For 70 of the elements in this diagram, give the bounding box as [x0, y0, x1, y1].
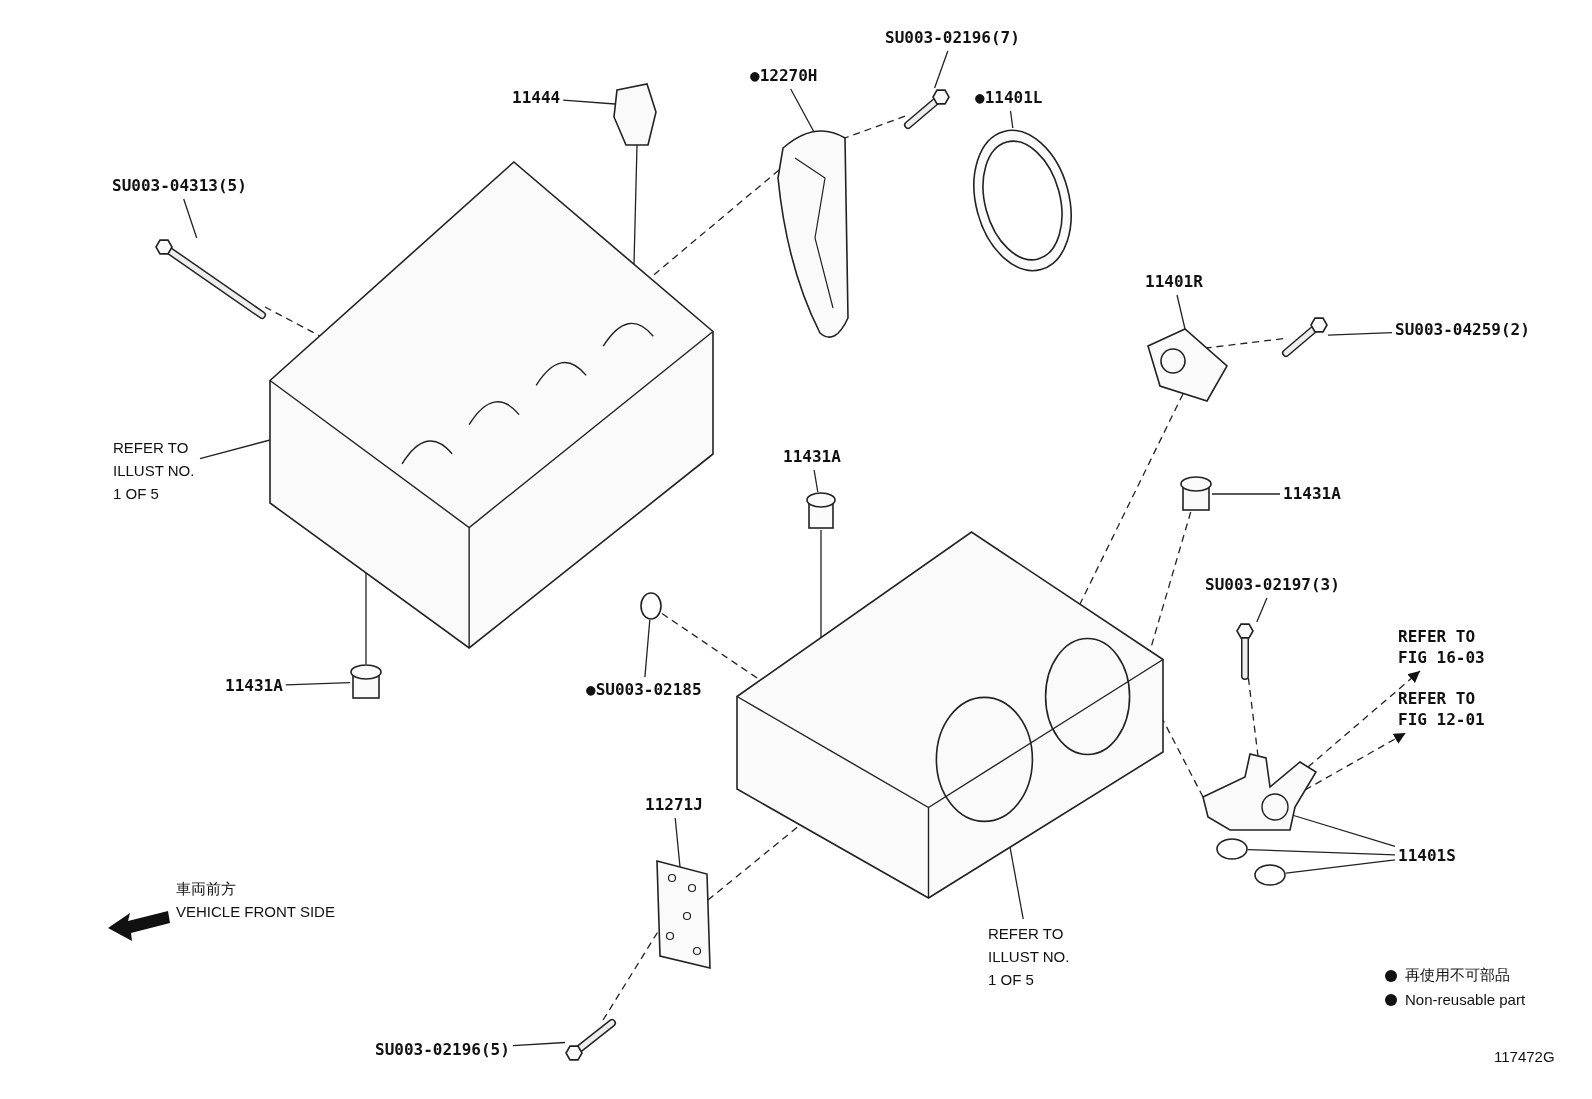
- o-ring-drawing: [1216, 838, 1248, 860]
- leader-line: [183, 198, 198, 239]
- part-number: ●12270H: [750, 66, 818, 86]
- assembly-line: [844, 115, 906, 139]
- leader-line: [365, 572, 367, 665]
- o-ring-drawing: [1254, 864, 1286, 886]
- bolt-drawing: [1282, 317, 1328, 357]
- part-number: 11401R: [1145, 272, 1203, 292]
- part-number: 11401S: [1398, 846, 1456, 866]
- part-number: 11271J: [645, 795, 703, 815]
- leader-line: [1009, 846, 1024, 920]
- bolt-drawing: [155, 239, 266, 319]
- leader-line: [633, 144, 638, 265]
- assembly-line: [1247, 677, 1259, 757]
- part-number: SU003-04259(2): [1395, 320, 1530, 340]
- figure-number: 117472G: [1494, 1048, 1555, 1065]
- plug-drawing: [806, 492, 836, 529]
- bolt-drawing: [565, 1019, 616, 1061]
- legend-text: 再使用不可部品: [1405, 966, 1510, 985]
- reference-note: REFER TO ILLUST NO. 1 OF 5: [988, 922, 1072, 991]
- gasket-piece-drawing: [613, 83, 657, 146]
- cover-plate-drawing: [656, 859, 711, 970]
- leader-line: [813, 469, 819, 493]
- leader-line: [644, 619, 651, 678]
- assembly-line: [1079, 393, 1184, 605]
- part-number: 11444: [512, 88, 561, 108]
- leader-line: [1176, 294, 1186, 330]
- part-number: ●11401L: [975, 88, 1043, 108]
- part-number: SU003-02197(3): [1205, 575, 1340, 595]
- assembly-line: [264, 306, 321, 337]
- leader-line: [562, 99, 616, 105]
- leader-line: [199, 439, 271, 460]
- bolt-drawing: [1236, 623, 1254, 680]
- oil-seal-drawing: [973, 129, 1072, 272]
- cylinder-block-drawing: [269, 160, 714, 649]
- part-number: SU003-02196(7): [885, 28, 1020, 48]
- arrow: [1307, 670, 1421, 768]
- leader-line: [1256, 597, 1268, 623]
- o-ring-drawing: [640, 592, 662, 620]
- leader-line: [820, 529, 822, 639]
- leader-line: [1285, 859, 1396, 874]
- leader-line: [512, 1041, 566, 1047]
- part-number: 11431A: [783, 447, 841, 467]
- leader-line: [674, 817, 681, 868]
- part-number: ●SU003-02185: [586, 680, 702, 700]
- water-pipe-drawing: [1202, 753, 1318, 831]
- part-number: SU003-04313(5): [112, 176, 247, 196]
- part-number: 11431A: [1283, 484, 1341, 504]
- leader-line: [1211, 493, 1281, 495]
- part-number: SU003-02196(5): [375, 1040, 510, 1060]
- gasket-drawing: [777, 130, 849, 338]
- part-number: 11431A: [225, 676, 283, 696]
- direction-note: 車両前方: [176, 880, 236, 899]
- cover-drawing: [1147, 328, 1228, 402]
- legend-text: Non-reusable part: [1405, 991, 1526, 1008]
- reference-note: REFER TO FIG 16-03: [1398, 626, 1498, 668]
- plug-drawing: [350, 664, 382, 699]
- reference-note: REFER TO FIG 12-01: [1398, 688, 1498, 730]
- bolt-drawing: [904, 89, 950, 129]
- cylinder-block-drawing: [736, 531, 1164, 899]
- leader-line: [1247, 848, 1396, 856]
- leader-line: [933, 50, 949, 89]
- direction-note: VEHICLE FRONT SIDE: [176, 903, 335, 920]
- leader-line: [1327, 332, 1393, 336]
- plug-drawing: [1180, 476, 1212, 511]
- leader-line: [790, 88, 815, 133]
- reference-note: REFER TO ILLUST NO. 1 OF 5: [113, 436, 197, 505]
- assembly-line: [1205, 338, 1284, 349]
- leader-line: [1009, 110, 1014, 129]
- leader-line: [285, 681, 351, 686]
